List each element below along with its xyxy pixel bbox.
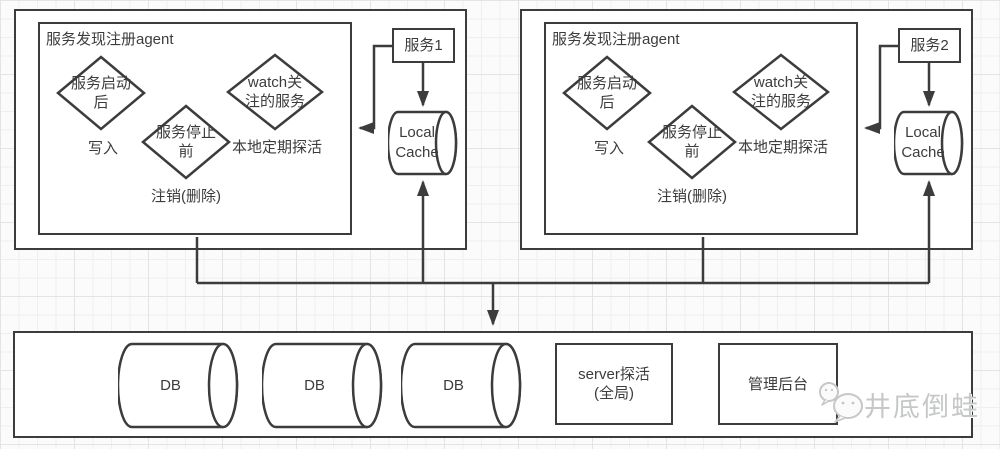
diamond-shape: [56, 55, 146, 131]
diamond-shape: [226, 53, 324, 131]
label-local-probe-2: 本地定期探活: [737, 139, 828, 156]
local-cache-1-label: Local Cache: [395, 124, 439, 161]
local-cache-1: Local Cache: [386, 110, 458, 176]
diamond-watch-services-1: watch关 注的服务: [226, 53, 324, 131]
diamond-shape: [141, 104, 231, 180]
diamond-shape: [562, 55, 652, 131]
cylinder-shape: [116, 342, 239, 429]
diamond-service-start-2: 服务启动 后: [562, 55, 652, 131]
diamond-shape: [647, 104, 737, 180]
diamond-service-stop-2-label: 服务停止 前: [661, 124, 722, 160]
diamond-service-start-2-label: 服务启动 后: [576, 75, 637, 111]
service-2-label: 服务2: [910, 37, 949, 54]
service-1-label: 服务1: [404, 37, 443, 54]
label-deregister-1: 注销(删除): [151, 188, 221, 205]
db-cylinder-2: DB: [260, 342, 383, 429]
cylinder-shape: [399, 342, 522, 429]
label-local-probe-1: 本地定期探活: [231, 139, 322, 156]
admin-console-box: 管理后台: [718, 343, 838, 425]
local-cache-2-label: Local Cache: [901, 124, 945, 161]
diamond-service-start-1: 服务启动 后: [56, 55, 146, 131]
diamond-watch-services-2: watch关 注的服务: [732, 53, 830, 131]
db-cylinder-1: DB: [116, 342, 239, 429]
service-1-box: 服务1: [392, 28, 455, 63]
diamond-watch-services-1-label: watch关 注的服务: [244, 74, 305, 110]
db-3-label: DB: [443, 376, 464, 394]
local-cache-2: Local Cache: [892, 110, 964, 176]
admin-console-label: 管理后台: [747, 375, 808, 393]
diamond-service-stop-2: 服务停止 前: [647, 104, 737, 180]
diamond-shape: [732, 53, 830, 131]
diamond-service-stop-1: 服务停止 前: [141, 104, 231, 180]
wechat-icon: [819, 382, 863, 423]
db-2-label: DB: [304, 376, 325, 394]
diamond-watch-services-2-label: watch关 注的服务: [750, 74, 811, 110]
db-1-label: DB: [160, 376, 181, 394]
label-write-2: 写入: [593, 140, 624, 157]
db-cylinder-3: DB: [399, 342, 522, 429]
server-probe-label: server探活 (全局): [578, 366, 650, 402]
agent-2-title: 服务发现注册agent: [552, 31, 680, 48]
watermark-text: 井底倒蛙: [864, 392, 980, 422]
label-write-1: 写入: [87, 140, 118, 157]
cylinder-shape: [386, 110, 458, 176]
label-deregister-2: 注销(删除): [657, 188, 727, 205]
agent-1-title: 服务发现注册agent: [46, 31, 174, 48]
diamond-service-stop-1-label: 服务停止 前: [155, 124, 216, 160]
diamond-service-start-1-label: 服务启动 后: [70, 75, 131, 111]
cylinder-shape: [260, 342, 383, 429]
service-2-box: 服务2: [898, 28, 961, 63]
server-probe-box: server探活 (全局): [555, 343, 673, 425]
